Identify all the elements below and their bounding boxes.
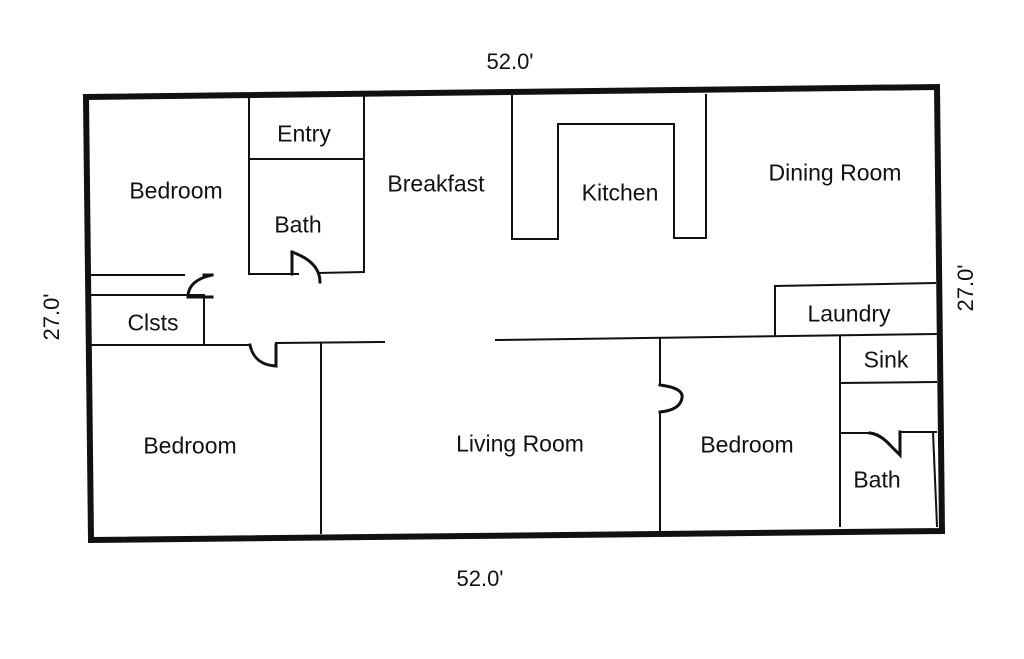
room-label-bedroom-top-left: Bedroom	[129, 177, 223, 204]
dimension-right: 27.0'	[953, 264, 978, 312]
wall	[773, 281, 937, 288]
door-swing	[868, 430, 902, 459]
kitchen-counter	[511, 94, 707, 240]
dimension-top: 52.0'	[486, 49, 534, 74]
room-label-laundry: Laundry	[807, 300, 891, 327]
room-label-dining-room: Dining Room	[768, 159, 902, 186]
wall	[274, 340, 386, 345]
room-label-entry: Entry	[277, 120, 331, 147]
room-label-closets: Clsts	[127, 309, 179, 336]
room-label-sink: Sink	[863, 346, 909, 373]
wall	[838, 380, 938, 385]
room-label-bath-top: Bath	[274, 211, 322, 238]
wall	[494, 332, 938, 342]
room-label-bedroom-bottom-right: Bedroom	[700, 431, 794, 458]
door-swing	[248, 343, 278, 368]
outer-wall	[82, 83, 946, 544]
wall	[931, 430, 939, 528]
dimension-bottom: 52.0'	[456, 566, 504, 591]
room-label-kitchen: Kitchen	[581, 179, 659, 206]
door-swing	[290, 250, 322, 284]
dimension-left: 27.0'	[39, 293, 64, 341]
door-swing	[658, 383, 684, 414]
wall	[316, 270, 366, 275]
room-label-living-room: Living Room	[456, 430, 584, 457]
room-label-bedroom-bottom-left: Bedroom	[143, 432, 237, 459]
room-label-bath-bottom: Bath	[853, 466, 901, 493]
door-swing	[186, 273, 214, 299]
room-label-breakfast: Breakfast	[387, 170, 485, 197]
